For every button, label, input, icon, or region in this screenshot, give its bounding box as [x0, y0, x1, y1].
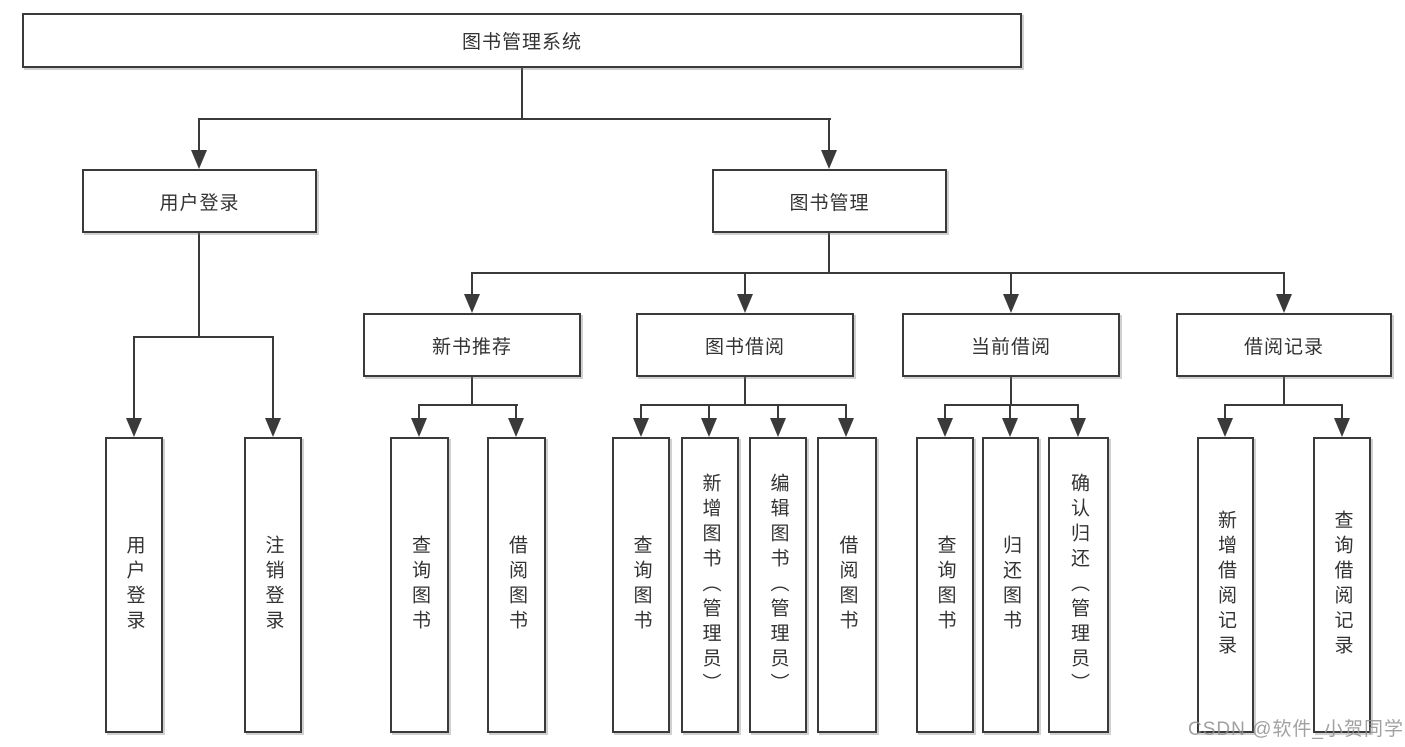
connector-shaft-leaf: [845, 404, 847, 420]
arrowhead-down-icon: [126, 418, 142, 437]
arrowhead-down-icon: [411, 418, 427, 437]
connector-shaft-level3: [1010, 272, 1012, 297]
connector-shaft-level3: [471, 272, 473, 297]
leaf-add-book-admin: 新增图书（管理员）: [681, 437, 739, 733]
arrowhead-down-icon: [737, 294, 753, 313]
connector-shaft-level3: [1283, 272, 1285, 297]
node-book-management: 图书管理: [712, 169, 947, 233]
leaf-edit-book-admin: 编辑图书（管理员）: [749, 437, 807, 733]
connector-group-stub: [1283, 377, 1285, 406]
connector-branch-level3: [471, 272, 1285, 274]
leaf-query-borrow-record: 查询借阅记录: [1313, 437, 1371, 733]
leaf-query-books: 查询图书: [612, 437, 670, 733]
arrowhead-down-icon: [1002, 418, 1018, 437]
connector-shaft-leaf: [418, 404, 420, 420]
arrowhead-down-icon: [1217, 418, 1233, 437]
node-new-book-recommend: 新书推荐: [363, 313, 581, 377]
node-current-borrow: 当前借阅: [902, 313, 1120, 377]
connector-shaft-leaf: [944, 404, 946, 420]
leaf-confirm-return-admin: 确认归还（管理员）: [1048, 437, 1109, 733]
arrowhead-down-icon: [265, 418, 281, 437]
connector-shaft-leaf: [272, 336, 274, 420]
arrowhead-down-icon: [1070, 418, 1086, 437]
connector-root-stub: [521, 68, 523, 120]
arrowhead-down-icon: [770, 418, 786, 437]
connector-shaft-leaf: [133, 336, 135, 420]
connector-branch-level2: [198, 118, 831, 120]
arrowhead-down-icon: [1276, 294, 1292, 313]
leaf-add-borrow-record: 新增借阅记录: [1197, 437, 1254, 733]
leaf-borrow-books: 借阅图书: [817, 437, 877, 733]
connector-shaft-leaf: [1224, 404, 1226, 420]
connector-group-stub: [471, 377, 473, 406]
connector-user-login-stub: [198, 233, 200, 338]
arrowhead-down-icon: [1334, 418, 1350, 437]
connector-branch-group2: [640, 404, 847, 406]
connector-shaft-leaf: [777, 404, 779, 420]
leaf-borrow-books: 借阅图书: [487, 437, 546, 733]
node-book-borrow: 图书借阅: [636, 313, 854, 377]
arrowhead-down-icon: [701, 418, 717, 437]
arrowhead-down-icon: [191, 150, 207, 169]
leaf-query-books: 查询图书: [390, 437, 449, 733]
connector-shaft-leaf: [1009, 404, 1011, 420]
connector-branch-group1: [418, 404, 518, 406]
connector-shaft-leaf: [708, 404, 710, 420]
connector-group-stub: [1010, 377, 1012, 406]
arrowhead-down-icon: [464, 294, 480, 313]
connector-group-stub: [744, 377, 746, 406]
connector-shaft-level3: [744, 272, 746, 297]
connector-branch-group3: [944, 404, 1079, 406]
connector-book-management-stub: [828, 233, 830, 274]
connector-shaft-book-management: [828, 118, 830, 152]
node-borrow-record: 借阅记录: [1176, 313, 1392, 377]
arrowhead-down-icon: [838, 418, 854, 437]
watermark: CSDN @软件_小贺同学: [1188, 719, 1404, 740]
arrowhead-down-icon: [1003, 294, 1019, 313]
connector-shaft-leaf: [1341, 404, 1343, 420]
leaf-return-books: 归还图书: [982, 437, 1039, 733]
node-root: 图书管理系统: [22, 13, 1022, 68]
connector-shaft-leaf: [515, 404, 517, 420]
leaf-logout: 注销登录: [244, 437, 302, 733]
arrowhead-down-icon: [633, 418, 649, 437]
arrowhead-down-icon: [937, 418, 953, 437]
connector-shaft-leaf: [1077, 404, 1079, 420]
arrowhead-down-icon: [508, 418, 524, 437]
connector-shaft-user-login: [198, 118, 200, 152]
connector-shaft-leaf: [640, 404, 642, 420]
arrowhead-down-icon: [821, 150, 837, 169]
connector-branch-user-login: [133, 336, 274, 338]
leaf-query-books: 查询图书: [916, 437, 974, 733]
leaf-user-login: 用户登录: [105, 437, 163, 733]
node-user-login: 用户登录: [82, 169, 317, 233]
connector-branch-group4: [1224, 404, 1343, 406]
